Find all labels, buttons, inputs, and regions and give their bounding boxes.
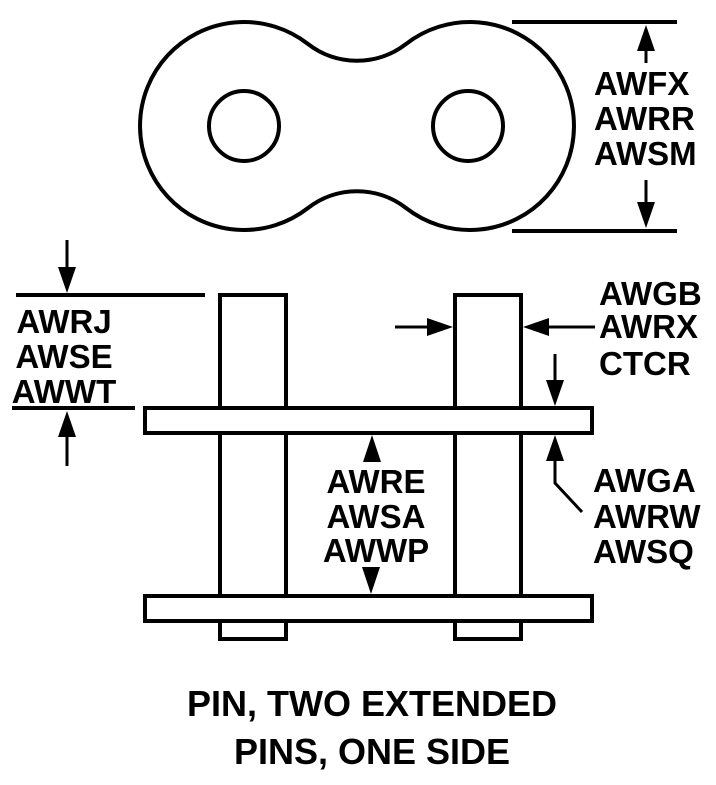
plate-thickness-dimension: AWGA AWRW AWSQ (546, 354, 701, 570)
plate-width-dimension: AWFX AWRR AWSM (512, 20, 697, 233)
inner-width-arrow-up (363, 435, 381, 462)
label-ctcr: CTCR (599, 345, 691, 382)
label-awsm: AWSM (594, 135, 697, 172)
plate-thickness-arrow-up (546, 435, 584, 514)
label-awrx: AWRX (599, 308, 698, 345)
pin-assembly-front-view (143, 293, 594, 641)
plate-width-arrow-up (637, 25, 655, 63)
pin-extension-dimension: AWRJ AWSE AWWT (12, 240, 205, 466)
bottom-link-plate (143, 594, 594, 623)
label-awre: AWRE (327, 463, 426, 500)
plate-width-arrow-down (637, 180, 655, 228)
inner-width-dimension: AWRE AWSA AWWP (323, 435, 429, 594)
pin-diameter-arrow-right (395, 318, 453, 336)
arrow-head (523, 318, 549, 336)
top-link-plate (143, 406, 594, 435)
left-pin-hole (207, 89, 281, 163)
caption-line-2: PINS, ONE SIDE (234, 731, 510, 772)
label-awrr: AWRR (594, 100, 695, 137)
arrow-head (58, 411, 76, 437)
link-plate-top-view (138, 20, 576, 232)
figure-caption: PIN, TWO EXTENDED PINS, ONE SIDE (187, 683, 557, 772)
label-awse: AWSE (15, 338, 112, 375)
label-awrj: AWRJ (16, 303, 111, 340)
pin-diameter-dimension: AWGB AWRX CTCR (395, 275, 702, 382)
label-awga: AWGA (593, 462, 696, 499)
label-awsq: AWSQ (593, 533, 694, 570)
label-awrw: AWRW (593, 498, 701, 535)
arrow-head (637, 25, 655, 51)
label-awwt: AWWT (12, 373, 116, 410)
arrow-head (427, 318, 453, 336)
right-pin-hole (431, 89, 505, 163)
plate-thickness-arrow-down (546, 354, 564, 406)
leader-line (553, 460, 584, 514)
link-plate-outline (138, 20, 576, 232)
pin-diameter-arrow-left (523, 318, 595, 336)
right-pin (453, 293, 523, 641)
label-awsa: AWSA (327, 498, 426, 535)
arrow-head (58, 267, 76, 293)
label-awwp: AWWP (323, 532, 429, 569)
caption-line-1: PIN, TWO EXTENDED (187, 683, 557, 724)
pin-extension-arrow-up (58, 411, 76, 466)
arrow-head (546, 435, 564, 461)
label-awfx: AWFX (594, 65, 689, 102)
label-awgb: AWGB (599, 275, 702, 312)
arrow-head (546, 380, 564, 406)
arrow-head (637, 202, 655, 228)
pin-extension-arrow-down (58, 240, 76, 293)
left-pin (218, 293, 288, 641)
inner-width-arrow-down (362, 567, 380, 594)
